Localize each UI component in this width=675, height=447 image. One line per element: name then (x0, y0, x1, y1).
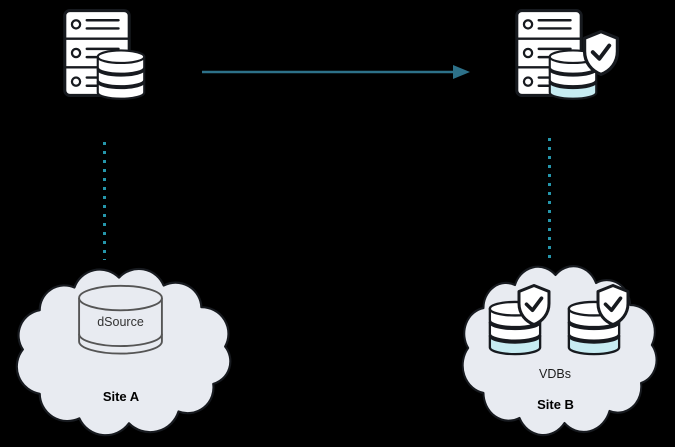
vdbs-label: VDBs (539, 367, 571, 381)
dsource-cylinder-icon (78, 284, 163, 355)
source-dotted-connector (103, 142, 106, 260)
replication-arrow (202, 65, 470, 79)
cloud-icon (461, 265, 658, 437)
dsource-label: dSource (97, 315, 144, 329)
target-dotted-connector (548, 138, 551, 258)
protected-database-icon (548, 49, 598, 100)
vdb-database-icon (567, 300, 621, 356)
site-a-label: Site A (102, 389, 140, 404)
database-icon (96, 49, 146, 100)
shield-check-icon (517, 284, 551, 326)
shield-check-icon (596, 284, 630, 326)
site-b-label: Site B (537, 397, 574, 412)
shield-check-icon (582, 30, 620, 76)
